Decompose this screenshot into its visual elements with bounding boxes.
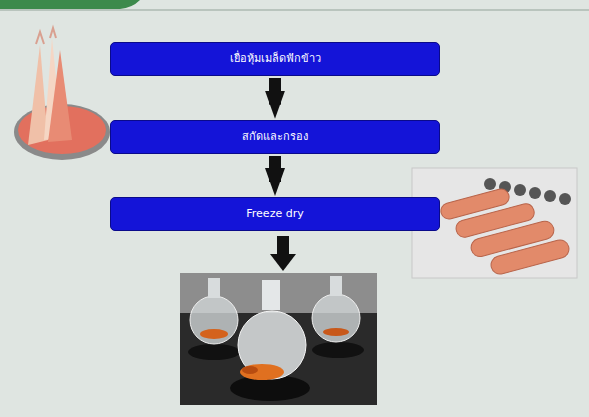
process-box: Freeze dry (110, 197, 440, 231)
box-label: Freeze dry (246, 207, 303, 221)
title-tab (0, 0, 140, 9)
flow-arrow (269, 78, 281, 105)
rule (0, 9, 589, 11)
process-box: สกัดและกรอง (110, 120, 440, 154)
aril-photo (14, 28, 110, 160)
arrow-to-photo (270, 236, 296, 271)
box-label: สกัดและกรอง (242, 130, 308, 144)
box-label: เยื่อหุ้มเมล็ดฟักข้าว (230, 52, 321, 66)
flow-arrow (269, 156, 281, 182)
process-box: เยื่อหุ้มเมล็ดฟักข้าว (110, 42, 440, 76)
powder-flask-photo (180, 273, 377, 405)
